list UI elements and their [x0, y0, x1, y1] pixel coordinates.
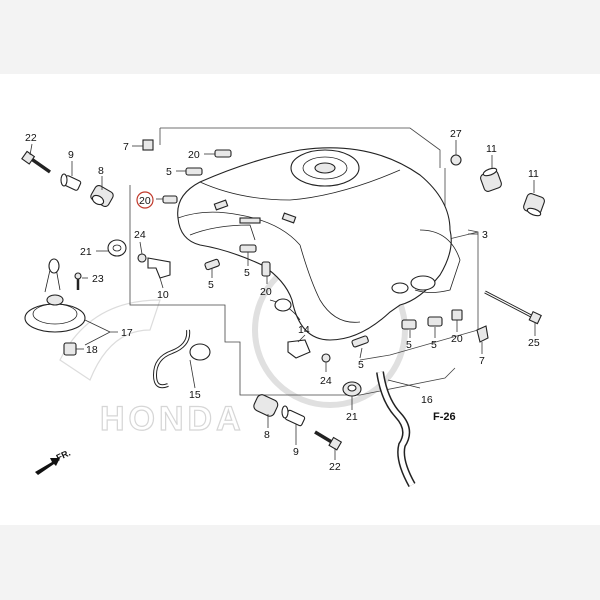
fuel-tank-parts-diagram: HONDA — [21, 127, 545, 487]
direction-label: FR. — [55, 448, 72, 463]
callout-3: 3 — [482, 229, 488, 241]
screw-23 — [74, 272, 82, 290]
cap-18 — [63, 342, 77, 356]
callout-5-mid-b: 5 — [244, 267, 250, 279]
callout-20-mid: 20 — [260, 286, 272, 298]
damper-11-b — [523, 193, 545, 217]
callout-5-mid-a: 5 — [208, 279, 214, 291]
callout-7-right: 7 — [479, 355, 485, 367]
bracket-10 — [137, 253, 171, 279]
callout-8-top: 8 — [98, 165, 104, 177]
cushion-8-bottom — [253, 394, 279, 417]
callout-21-left: 21 — [80, 246, 92, 258]
rubber-5-top — [185, 167, 203, 176]
bracket-14 — [287, 339, 331, 363]
cushion-8-top — [90, 184, 114, 208]
callout-22-bottom: 22 — [329, 461, 341, 473]
grommet-21-bottom — [342, 381, 362, 397]
highlight-circle — [136, 191, 154, 209]
callout-25: 25 — [528, 337, 540, 349]
rubber-5-right-b — [427, 316, 443, 327]
callout-17: 17 — [121, 327, 133, 339]
rubber-20-mid — [261, 261, 271, 277]
callout-20-top: 20 — [188, 149, 200, 161]
watermark-text: HONDA — [100, 400, 245, 438]
callout-14: 14 — [298, 324, 310, 336]
callout-23: 23 — [92, 273, 104, 285]
callout-24-left: 24 — [134, 229, 146, 241]
callout-11-a: 11 — [486, 143, 497, 155]
collar-9-bottom — [281, 405, 306, 427]
fuel-cap-assembly — [24, 258, 86, 333]
rubber-5-center — [351, 335, 369, 348]
rubber-20-circled-part — [162, 195, 178, 204]
rubber-5-mid-a — [204, 258, 220, 271]
callout-5-right-a: 5 — [406, 339, 412, 351]
section-reference[interactable]: F-26 — [433, 411, 456, 423]
rubber-5-mid-b — [239, 244, 257, 253]
bolt-25 — [484, 290, 542, 325]
callout-9-bottom: 9 — [293, 446, 299, 458]
rubber-5-right-a — [401, 319, 417, 330]
callout-9-top: 9 — [68, 149, 74, 161]
callout-27: 27 — [450, 128, 462, 140]
bolt-22-top — [21, 150, 52, 174]
bolt-22-bottom — [314, 430, 343, 451]
damper-11-a — [480, 167, 502, 192]
drain-hose-15 — [152, 329, 211, 389]
callout-20-circled: 20 — [139, 195, 151, 207]
clip-7-right — [476, 325, 489, 343]
callout-21-bottom: 21 — [346, 411, 358, 423]
fuel-tank — [177, 147, 461, 341]
nut-27 — [450, 154, 462, 166]
callout-10: 10 — [157, 289, 169, 301]
callout-16: 16 — [421, 394, 433, 406]
grommet-21-left — [107, 239, 127, 257]
parts-diagram-sheet: HONDA — [0, 74, 600, 525]
callout-15: 15 — [189, 389, 201, 401]
rubber-20-right — [451, 309, 463, 321]
front-direction-arrow: FR. — [35, 448, 72, 475]
callout-8-bottom: 8 — [264, 429, 270, 441]
breather-tube-16 — [376, 371, 416, 487]
callout-24-bottom: 24 — [320, 375, 332, 387]
callout-5-top: 5 — [166, 166, 172, 178]
callout-11-b: 11 — [528, 168, 539, 180]
rubber-20-top — [214, 149, 232, 158]
callout-20-right: 20 — [451, 333, 463, 345]
callout-22-top: 22 — [25, 132, 37, 144]
assembly-outline — [129, 127, 479, 396]
callout-7-top: 7 — [123, 141, 129, 153]
leader-lines — [29, 140, 536, 460]
clip-7-top — [142, 139, 154, 151]
callout-18: 18 — [86, 344, 98, 356]
callout-5-right-b: 5 — [431, 339, 437, 351]
callout-labels: 22 9 8 7 20 5 20 27 11 11 3 24 21 23 10 … — [25, 128, 540, 473]
collar-9-top — [60, 173, 82, 191]
callout-5-center: 5 — [358, 359, 364, 371]
